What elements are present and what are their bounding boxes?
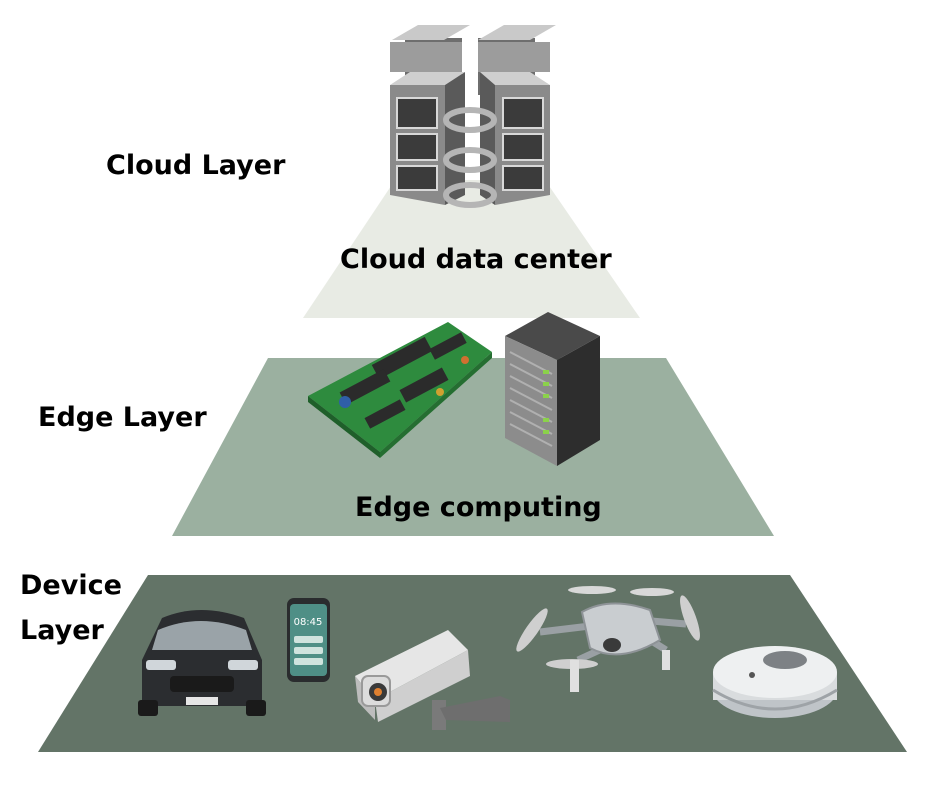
smartphone-icon: 08:45 [287,598,330,682]
device-layer-label: Device Layer [20,568,122,648]
security-camera-icon [355,630,510,730]
edge-layer-label: Edge Layer [38,402,207,433]
robot-vacuum-icon [712,646,838,718]
rack-server-icon [505,312,600,466]
circuit-board-icon [308,322,492,458]
cloud-tier-caption: Cloud data center [340,244,612,275]
car-icon [138,610,266,716]
cloud-layer-label: Cloud Layer [106,150,286,181]
server-tower-icon [390,25,556,208]
device-layer-label-line2: Layer [20,615,104,647]
cloud-tier-platform [303,180,640,318]
drone-icon [516,586,700,692]
phone-clock: 08:45 [294,617,323,628]
edge-tier-caption: Edge computing [355,492,602,523]
device-layer-label-line1: Device [20,570,122,601]
